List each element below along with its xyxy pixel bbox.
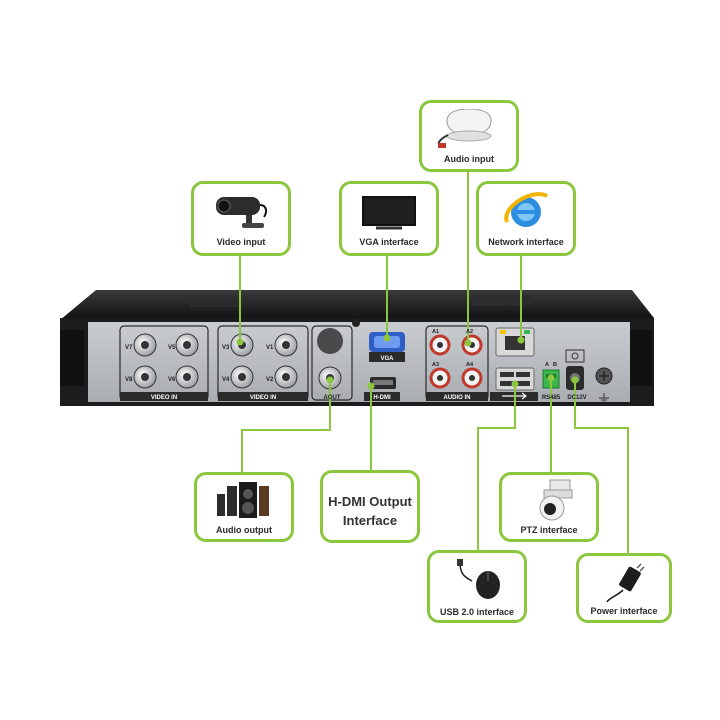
label-a3: A3 [432,362,439,368]
line-power [574,380,629,553]
dvr-side-bracket-left [60,330,84,386]
callout-label-hdmi-line1: H-DMI Output [328,494,412,509]
label-rs485: RS485 [542,395,561,401]
speaker-system-icon [217,482,269,518]
panel-screw-top [352,319,360,327]
video-in-left-group [119,325,209,401]
bnc-v1[interactable] [274,333,298,357]
dvr-side-bracket-right [628,330,652,386]
ptz-dome-camera-icon [539,479,573,521]
network-port[interactable] [495,327,535,357]
callout-power-interface: Power interface [576,553,672,623]
label-vga: VGA [380,356,394,362]
label-rs485-b: B [553,362,557,368]
ground-screw [595,367,613,385]
label-v8: V8 [125,377,133,383]
label-v4: V4 [222,377,230,383]
label-a4: A4 [466,362,474,368]
label-v7: V7 [125,345,133,351]
callout-usb-interface: USB 2.0 interface [427,550,527,623]
video-in-right-group [217,325,309,401]
callout-label-ptz-interface: PTZ interface [520,525,578,535]
label-hdmi: H-DMI [373,395,391,401]
callout-label-audio-output: Audio output [216,525,272,535]
rubber-cap [317,328,343,354]
label-v3: V3 [222,345,230,351]
label-a1: A1 [432,329,439,335]
callout-label-power-interface: Power interface [590,606,658,616]
callout-label-usb-interface: USB 2.0 interface [439,607,515,617]
line-usb [477,384,516,550]
power-polarity-icon [565,349,585,363]
dvr-chassis [60,290,654,406]
label-rs485-a: A [545,362,549,368]
bnc-v7[interactable] [133,333,157,357]
label-a2: A2 [466,329,473,335]
rca-a4[interactable] [461,367,483,389]
label-v6: V6 [168,377,176,383]
label-v5: V5 [168,345,176,351]
label-dc12v: DC12V [567,395,586,401]
callout-label-hdmi-line2: Interface [342,513,398,528]
cctv-camera-icon [216,197,268,228]
bnc-v5[interactable] [175,333,199,357]
dvr-back-panel [88,322,630,402]
rca-a3[interactable] [429,367,451,389]
dvr-top-surface [60,290,654,320]
rca-a1[interactable] [429,334,451,356]
vga-port[interactable] [369,332,405,362]
callout-video-input: Video input [191,181,291,256]
panel-text-labels: V7 V5 V8 V6 V3 V1 V4 V2 VIDEO IN VIDEO I… [125,329,587,401]
label-v1: V1 [266,345,274,351]
label-aout: AOUT [324,395,341,401]
power-adapter-icon [606,563,645,603]
callout-label-video-input: Video input [216,237,266,247]
label-video-in-left: VIDEO IN [151,395,177,401]
dvr-top-vent-right [472,295,532,305]
label-v2: V2 [266,377,274,383]
callout-label-network-interface: Network interface [488,237,564,247]
line-audio-output [241,380,331,472]
ground-icon [599,393,609,403]
monitor-icon [362,196,416,230]
label-video-in-right: VIDEO IN [250,395,276,401]
callout-network-interface: Network interface [476,181,576,256]
bnc-v6[interactable] [175,365,199,389]
mouse-icon [457,559,500,599]
bnc-v4[interactable] [230,365,254,389]
internet-explorer-icon [504,192,548,227]
connector-lines [236,172,629,553]
callout-ptz-interface: PTZ interface [499,472,599,542]
callout-label-audio-input: Audio input [444,154,494,164]
callout-hdmi-output: H-DMI Output Interface [320,470,420,543]
callout-audio-output: Audio output [194,472,294,542]
callout-audio-input: Audio input [419,100,519,172]
label-audio-in: AUDIO IN [444,395,471,401]
hdmi-port[interactable] [364,377,400,401]
dvr-top-vent-left [190,297,240,307]
bnc-v2[interactable] [274,365,298,389]
callout-vga-interface: VGA interface [339,181,439,256]
bnc-v3[interactable] [230,333,254,357]
microphone-icon [437,109,492,148]
callout-label-vga-interface: VGA interface [359,237,419,247]
bnc-v8[interactable] [133,365,157,389]
